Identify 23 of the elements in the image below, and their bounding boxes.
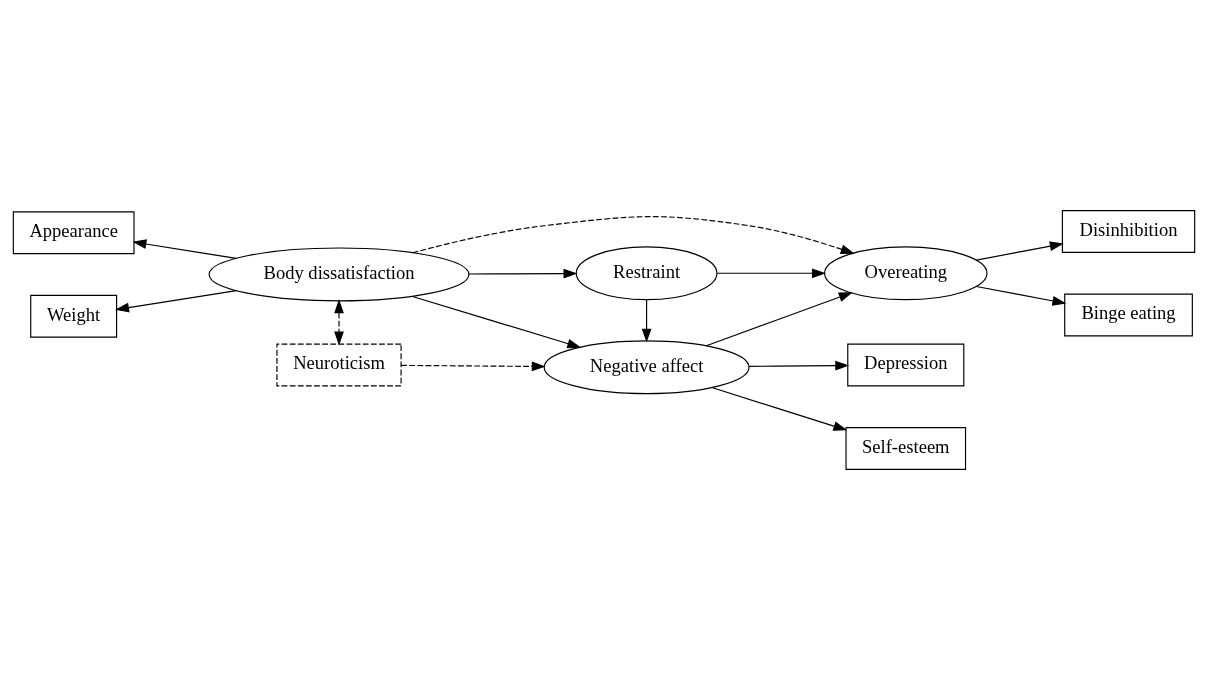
arrow bbox=[412, 216, 855, 254]
node-ellipse: Restraint bbox=[575, 246, 718, 301]
arrow bbox=[705, 292, 853, 347]
node-box: Binge eating bbox=[1064, 293, 1193, 337]
arrow bbox=[711, 386, 848, 431]
node-box: Weight bbox=[30, 294, 118, 338]
arrow bbox=[748, 360, 850, 371]
node-box: Depression bbox=[847, 343, 965, 387]
node-ellipse: Body dissatisfaction bbox=[208, 247, 470, 302]
arrow bbox=[975, 285, 1067, 306]
arrow bbox=[400, 361, 546, 372]
arrow bbox=[716, 268, 826, 279]
arrow bbox=[132, 239, 237, 259]
arrow bbox=[411, 295, 582, 349]
node-box: Disinhibition bbox=[1061, 210, 1196, 253]
node-box: Self-esteem bbox=[845, 427, 967, 470]
arrow bbox=[641, 299, 652, 343]
arrow bbox=[334, 299, 344, 346]
arrow bbox=[975, 241, 1064, 261]
arrow bbox=[468, 268, 578, 279]
arrow bbox=[115, 289, 237, 313]
node-box: Neuroticism bbox=[276, 343, 402, 387]
node-box: Appearance bbox=[12, 211, 135, 255]
